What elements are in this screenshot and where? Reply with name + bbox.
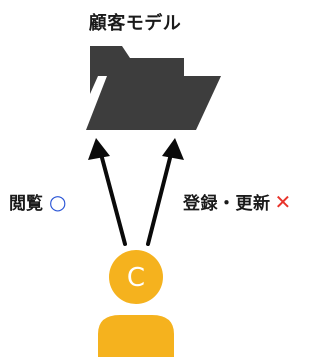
user-icon: C bbox=[98, 250, 174, 357]
edit-arrow bbox=[146, 138, 184, 246]
user-initial: C bbox=[127, 263, 145, 293]
diagram-title: 顧客モデル bbox=[88, 13, 182, 34]
folder-icon bbox=[86, 46, 221, 130]
denied-mark-icon: ✕ bbox=[274, 189, 292, 214]
edit-permission-label: 登録・更新 ✕ bbox=[183, 189, 292, 215]
view-label-text: 閲覧 bbox=[9, 194, 43, 214]
allowed-mark-icon: ○ bbox=[49, 189, 67, 214]
edit-label-text: 登録・更新 bbox=[183, 194, 271, 214]
view-permission-label: 閲覧 ○ bbox=[9, 189, 67, 215]
view-arrow bbox=[88, 138, 127, 246]
